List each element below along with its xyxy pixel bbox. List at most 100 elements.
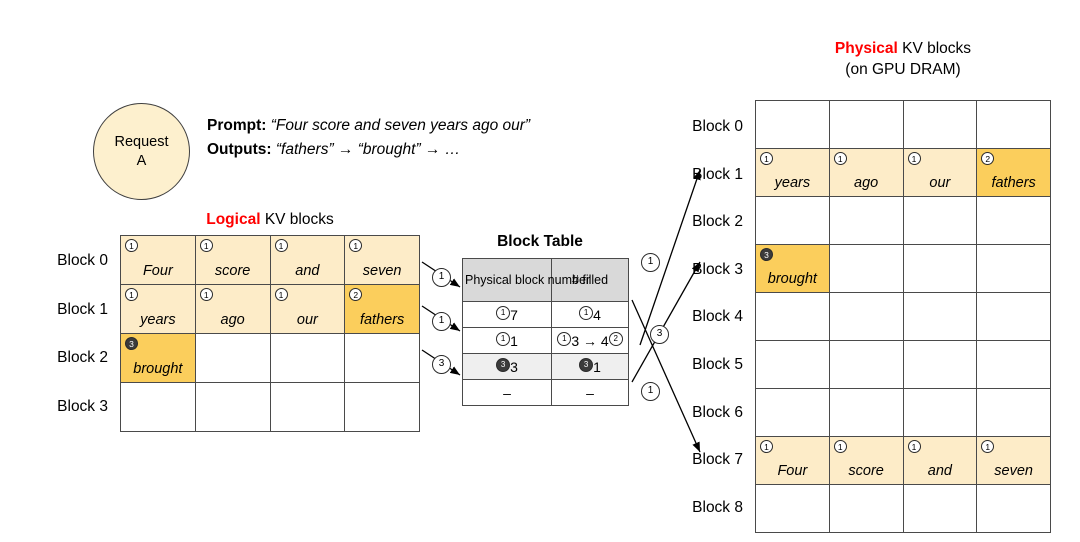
kv-token-label: [904, 143, 977, 148]
kv-slot: [755, 388, 830, 437]
col-num-filled: # filled: [551, 258, 629, 302]
block-row-label: Block 3: [692, 260, 743, 278]
block-table-title: Block Table: [497, 233, 583, 250]
kv-slot: 1 ago: [828, 148, 904, 197]
num-filled-cell: –: [551, 379, 629, 406]
kv-token-label: [904, 431, 977, 436]
step-marker-icon: 3: [496, 358, 511, 372]
physical-block-number-value: 3: [510, 359, 518, 375]
step-marker-icon: 1: [981, 440, 995, 453]
step-marker-icon: 2: [981, 152, 995, 165]
kv-token-label: score: [214, 263, 251, 279]
physical-title-rest: KV blocks: [897, 40, 972, 57]
kv-slot: [902, 340, 978, 389]
kv-token-label: [121, 426, 195, 431]
kv-slot: [902, 100, 978, 149]
kv-token-label: seven: [994, 463, 1033, 479]
block-table-header-row: Physical block number # filled: [462, 258, 629, 302]
kv-token-label: [977, 383, 1050, 388]
physical-kv-subtitle: (on GPU DRAM): [845, 61, 961, 78]
kv-slot: 1 seven: [976, 436, 1051, 485]
kv-token-label: [904, 527, 977, 532]
prompt-label: Prompt:: [207, 117, 267, 134]
kv-slot: [828, 196, 904, 245]
kv-token-label: ago: [854, 175, 879, 191]
block-row-label: Block 2: [692, 213, 743, 231]
kv-slot: [344, 333, 420, 383]
outputs-label: Outputs:: [207, 141, 272, 159]
kv-slot: [828, 484, 904, 533]
kv-token-label: Four: [142, 263, 173, 279]
kv-block-row: [755, 340, 1051, 389]
kv-slot: 3 brought: [755, 244, 830, 293]
kv-block-row: [755, 292, 1051, 341]
logical-kv-title: Logical KV blocks: [120, 211, 420, 229]
step-marker-icon: 1: [760, 152, 773, 165]
kv-token-label: [830, 239, 903, 244]
kv-token-label: and: [927, 463, 952, 479]
kv-token-label: [977, 527, 1050, 532]
outputs-text: “fathers” → “brought” → …: [275, 141, 461, 159]
kv-token-label: [756, 431, 829, 436]
kv-block-row: [755, 196, 1051, 245]
kv-slot: [976, 388, 1051, 437]
kv-token-label: [756, 335, 829, 340]
kv-slot: [976, 244, 1051, 293]
kv-token-label: [830, 383, 903, 388]
block-row-label: Block 0: [692, 118, 743, 135]
step-marker-icon: 3: [760, 248, 773, 261]
kv-slot: [755, 484, 830, 533]
kv-slot: [976, 340, 1051, 389]
kv-token-label: [904, 383, 977, 388]
kv-token-label: [830, 143, 903, 148]
logical-title-rest: KV blocks: [260, 211, 334, 228]
step-marker-icon: 1: [199, 288, 213, 301]
logical-title-highlight: Logical: [206, 211, 261, 228]
kv-slot: [902, 484, 978, 533]
kv-token-label: [345, 377, 419, 382]
step-marker-icon: 1: [833, 152, 847, 165]
kv-token-label: [345, 426, 419, 431]
prompt-line: Prompt: “Four score and seven years ago …: [207, 114, 530, 138]
arrow-badge-right-1: 1: [641, 253, 660, 272]
kv-token-label: brought: [767, 271, 817, 287]
step-marker-icon: 1: [274, 239, 288, 252]
step-marker-icon: 1: [349, 239, 363, 252]
kv-slot: [344, 382, 420, 432]
kv-slot: [269, 333, 346, 383]
physical-block-number-cell: –: [462, 379, 552, 406]
block-row-label: Block 1: [692, 165, 743, 183]
request-label-line2: A: [136, 152, 147, 169]
block-row-label: Block 7: [692, 451, 743, 469]
kv-slot: [828, 244, 904, 293]
kv-slot: [755, 340, 830, 389]
physical-title-highlight: Physical: [834, 40, 898, 57]
request-node: Request A: [93, 103, 190, 200]
kv-token-label: score: [848, 463, 884, 479]
block-row-label: Block 4: [692, 308, 743, 326]
kv-token-label: [977, 143, 1050, 148]
step-marker-icon: 2: [608, 332, 623, 346]
kv-slot: [828, 100, 904, 149]
